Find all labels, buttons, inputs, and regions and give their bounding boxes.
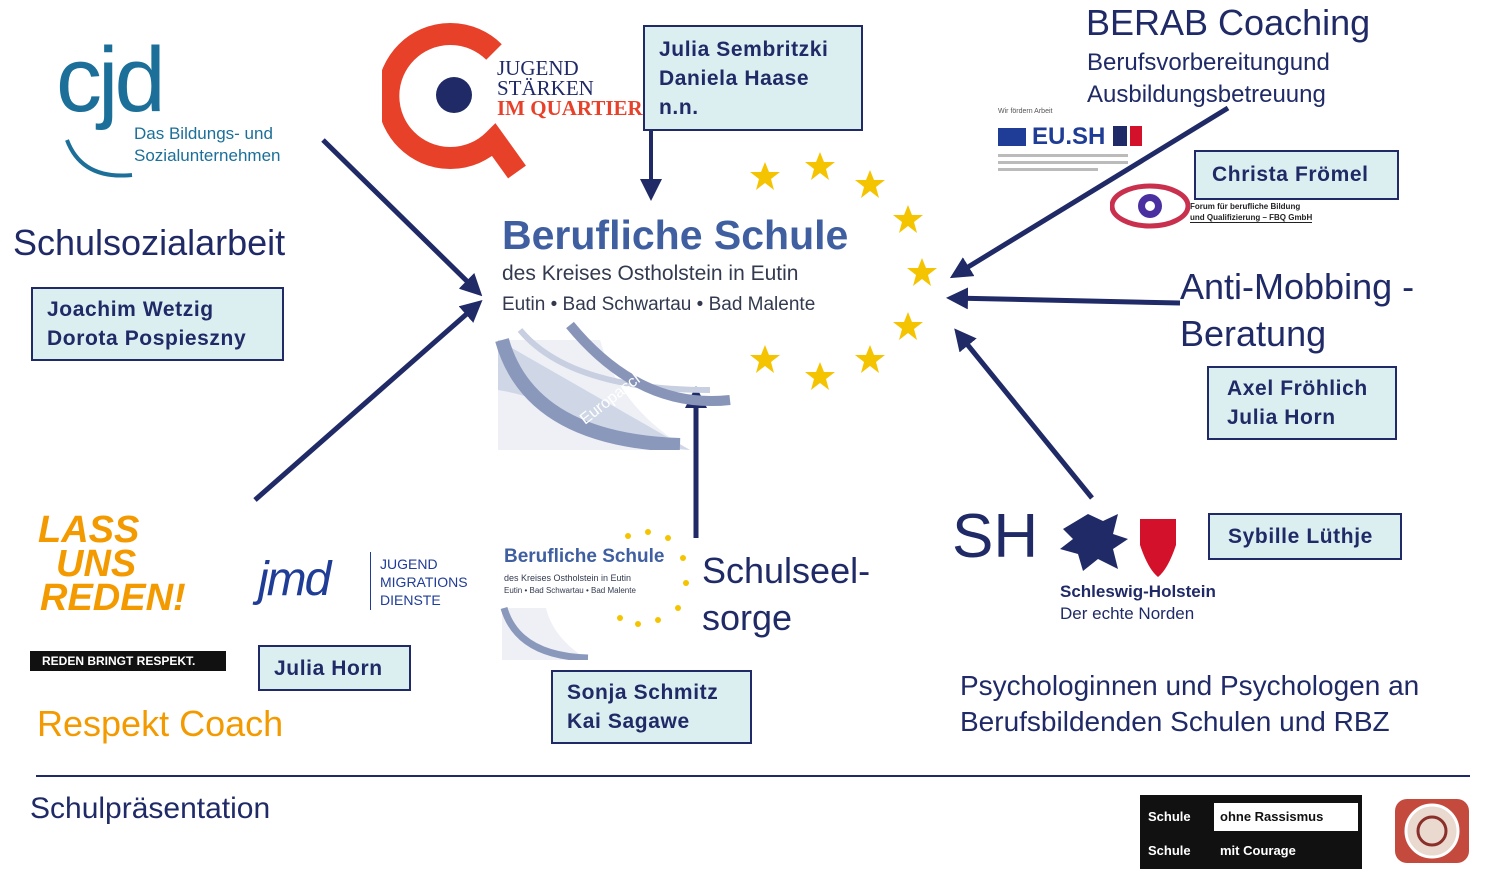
jmd-logo: jmd JUGEND MIGRATIONS DIENSTE	[258, 552, 488, 622]
eush-fineprint	[998, 154, 1128, 157]
sh-letters: SH	[952, 502, 1039, 571]
schulsozialarbeit-names-box: Joachim Wetzig Dorota Pospieszny	[31, 287, 284, 361]
schulsozialarbeit-name-1: Joachim Wetzig	[47, 298, 214, 321]
jmd-line2: MIGRATIONS	[380, 574, 468, 590]
berab-subtitle-1: Berufsvorbereitungund	[1087, 49, 1330, 76]
center-logo-line2: des Kreises Ostholstein in Eutin	[502, 262, 799, 285]
small-logo-graphic	[500, 529, 689, 660]
respekt-coach-title: Respekt Coach	[37, 703, 284, 744]
jsq-name-2: Daniela Haase	[659, 67, 810, 90]
sh-coat-of-arms-icon	[1060, 514, 1176, 577]
forum-line2: und Qualifizierung – FBQ GmbH	[1190, 213, 1313, 223]
center-logo-line3: Eutin • Bad Schwartau • Bad Malente	[502, 294, 816, 315]
jsq-name-3: n.n.	[659, 96, 699, 119]
jmd-line3: DIENSTE	[380, 592, 441, 608]
eush-fineprint-2	[998, 161, 1128, 164]
berab-subtitle-2: Ausbildungsbetreuung	[1087, 81, 1326, 108]
arrow-psychologen	[954, 328, 1094, 500]
sh-lion-small-icon	[1113, 126, 1127, 146]
sh-logo: SH Schleswig-Holstein Der echte Norden	[950, 502, 1240, 630]
jsq-emblem	[382, 23, 526, 179]
lass-line1: LASS	[38, 509, 140, 551]
schulseelsorge-name-2: Kai Sagawe	[567, 710, 690, 733]
sor-row1-right: ohne Rassismus	[1214, 803, 1358, 831]
star-circle	[750, 152, 937, 390]
sybille-name-1: Sybille Lüthje	[1228, 525, 1373, 548]
eush-fineprint-3	[998, 168, 1098, 171]
anti-mobbing-name-2: Julia Horn	[1227, 406, 1336, 429]
berab-title: BERAB Coaching	[1086, 2, 1371, 43]
center-logo: Europaschule Berufliche Schule des Kreis…	[490, 150, 950, 450]
center-logo-graphic: Europaschule	[495, 152, 937, 450]
schulseelsorge-names-box: Sonja Schmitz Kai Sagawe	[551, 670, 752, 744]
schulsozialarbeit-title: Schulsozialarbeit	[13, 222, 286, 263]
sor-smc-badge: Schule ohne Rassismus Schule mit Courage	[1140, 795, 1362, 869]
cjd-line2: Sozialunternehmen	[134, 146, 281, 165]
eush-text: EU.SH	[1032, 123, 1106, 150]
julia-horn-box: Julia Horn	[258, 645, 411, 691]
cjd-swoosh	[65, 139, 133, 178]
jsq-logo: JUGEND STÄRKEN IM QUARTIER	[382, 22, 643, 182]
jsq-line3: IM QUARTIER	[497, 96, 643, 120]
jsq-name-1: Julia Sembritzki	[659, 38, 829, 61]
julia-horn-name: Julia Horn	[274, 657, 383, 680]
lass-line2: UNS	[56, 543, 137, 585]
eush-small: Wir fördern Arbeit	[998, 108, 1053, 115]
sor-row2-right: mit Courage	[1214, 837, 1358, 865]
lass-tagline: REDEN BRINGT RESPEKT.	[30, 651, 226, 671]
forum-logo: Forum für berufliche Bildung und Qualifi…	[1110, 180, 1370, 240]
psychologen-line2: Berufsbildenden Schulen und RBZ	[960, 706, 1390, 737]
arrow-cjd	[321, 138, 483, 297]
anti-mobbing-name-1: Axel Fröhlich	[1227, 377, 1368, 400]
arrow-berab	[949, 105, 1230, 279]
forum-emblem-icon	[1110, 183, 1190, 229]
arrow-anti-mobbing	[946, 287, 1181, 310]
schulseelsorge-title-1: Schulseel-	[702, 550, 871, 591]
anti-mobbing-names-box: Axel Fröhlich Julia Horn	[1207, 366, 1397, 440]
arrow-respekt	[253, 300, 483, 502]
sor-row1-left: Schule	[1148, 809, 1191, 824]
sybille-names-box: Sybille Lüthje	[1208, 513, 1402, 560]
footer-label: Schulpräsentation	[30, 792, 271, 825]
schulseelsorge-name-1: Sonja Schmitz	[567, 681, 719, 704]
sh-nettle-small-icon	[1130, 126, 1142, 146]
sh-line1: Schleswig-Holstein	[1060, 582, 1216, 601]
jsq-names-box: Julia Sembritzki Daniela Haase n.n.	[643, 25, 863, 131]
eush-logo: Wir fördern Arbeit EU.SH	[998, 108, 1168, 180]
sor-row2-left: Schule	[1148, 843, 1191, 858]
center-logo-title: Berufliche Schule	[502, 212, 849, 258]
psychologen-line1: Psychologinnen und Psychologen an	[960, 670, 1420, 701]
cjd-mark: cjd	[56, 29, 166, 131]
jmd-divider	[370, 552, 371, 610]
jsq-line1: JUGEND	[497, 56, 579, 80]
anti-mobbing-title-2: Beratung	[1180, 313, 1327, 354]
jmd-mark: jmd	[258, 553, 331, 606]
round-seal-icon	[1395, 799, 1469, 863]
berab-name-1: Christa Frömel	[1212, 163, 1369, 186]
small-logo-line3: Eutin • Bad Schwartau • Bad Malente	[504, 586, 636, 595]
jmd-line1: JUGEND	[380, 556, 438, 572]
cjd-logo: cjd Das Bildungs- und Sozialunternehmen	[42, 30, 302, 200]
small-school-logo: Berufliche Schule des Kreises Ostholstei…	[498, 528, 698, 660]
cjd-line1: Das Bildungs- und	[134, 124, 273, 143]
forum-line1: Forum für berufliche Bildung	[1190, 202, 1301, 211]
schulseelsorge-title-2: sorge	[702, 597, 793, 638]
berab-names-box: Christa Frömel	[1194, 150, 1399, 200]
eu-flag-icon	[998, 128, 1026, 146]
lass-uns-reden-logo: LASS UNS REDEN! REDEN BRINGT RESPEKT.	[28, 509, 238, 682]
small-logo-title: Berufliche Schule	[504, 546, 665, 567]
lass-line3: REDEN!	[40, 577, 186, 619]
small-logo-line2: des Kreises Ostholstein in Eutin	[504, 573, 632, 583]
sh-line2: Der echte Norden	[1060, 604, 1195, 623]
jsq-line2: STÄRKEN	[497, 76, 594, 100]
anti-mobbing-title-1: Anti-Mobbing -	[1180, 266, 1415, 307]
schulsozialarbeit-name-2: Dorota Pospieszny	[47, 327, 247, 350]
